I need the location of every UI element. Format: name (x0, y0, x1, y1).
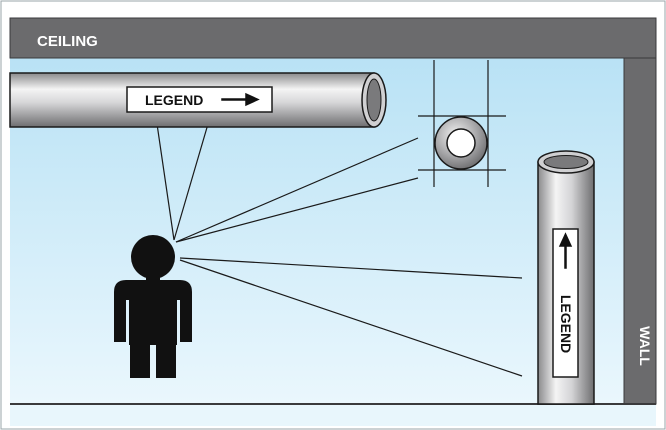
floor (10, 404, 656, 426)
flow-arrow-up-icon (558, 232, 573, 269)
sight-lines (156, 123, 523, 377)
pipe-end-bore (446, 128, 476, 158)
person-left-leg (130, 343, 150, 378)
horizontal-legend-text: LEGEND (145, 92, 203, 108)
person-torso (114, 280, 192, 345)
sight-line (179, 257, 523, 279)
sight-line (175, 177, 419, 243)
pipe-end-view (418, 60, 506, 187)
sight-line (175, 137, 419, 243)
vertical-legend-text: LEGEND (558, 295, 574, 353)
flow-arrow-right-icon (221, 92, 260, 107)
ceiling-label: CEILING (37, 33, 98, 50)
ceiling-band (9, 17, 657, 59)
sight-line (173, 123, 209, 241)
wall-band (623, 57, 657, 405)
horizontal-pipe: LEGEND (9, 72, 387, 128)
person-neck (146, 275, 160, 283)
person-silhouette-icon (114, 235, 192, 378)
sight-line (179, 259, 523, 377)
sight-line (156, 123, 175, 241)
person-head (131, 235, 175, 279)
person-right-leg (156, 343, 176, 378)
wall-label: WALL (637, 326, 653, 366)
vertical-pipe: LEGEND (537, 150, 595, 405)
